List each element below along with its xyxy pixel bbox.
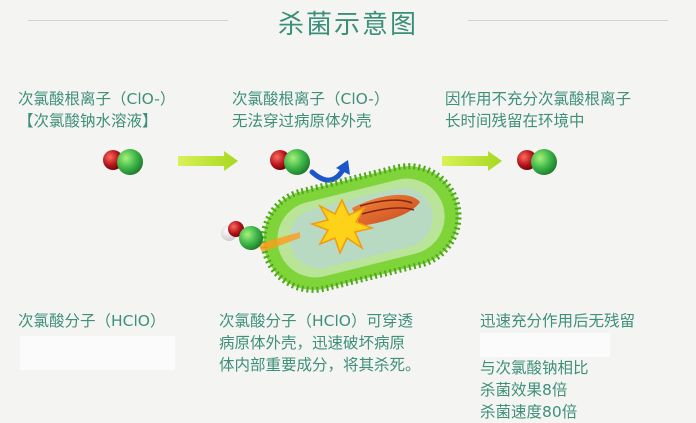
col3-compare3: 杀菌速度80倍: [480, 403, 578, 421]
col2-line1: 次氯酸根离子（ClO-）: [232, 90, 390, 108]
col2-bottom1: 次氯酸分子（HClO）可穿透: [219, 312, 413, 330]
col1-faded-block: [20, 336, 175, 370]
clo-molecule-2: [270, 149, 310, 175]
col3-line2: 长时间残留在环境中: [445, 112, 585, 130]
col1-bottom: 次氯酸分子（HClO）: [18, 312, 166, 330]
col3-bottom: 迅速充分作用后无残留: [480, 312, 636, 330]
bacterium-illustration: [260, 163, 462, 293]
arrow-right-icon: [178, 151, 238, 171]
title-line-right: [468, 20, 668, 21]
bounce-arrow-head: [336, 160, 350, 175]
col2-line2: 无法穿过病原体外壳: [232, 112, 372, 130]
col3-compare1: 与次氯酸钠相比: [480, 359, 589, 377]
clo-molecule-1: [103, 149, 143, 175]
col3-line1: 因作用不充分次氯酸根离子: [445, 90, 632, 108]
arrow-right-icon: [442, 151, 502, 171]
col3-compare2: 杀菌效果8倍: [480, 381, 568, 399]
bounce-arrow-icon: [309, 165, 347, 183]
col3-faded-block: [480, 333, 610, 357]
page-title: 杀菌示意图: [277, 10, 418, 40]
clo-molecule-3: [517, 149, 557, 175]
motion-trail: [258, 232, 300, 252]
col1-line2: 【次氯酸钠水溶液】: [18, 112, 158, 130]
burst-icon: [309, 198, 375, 256]
col2-bottom2: 病原体外壳，迅速破坏病原: [219, 334, 406, 352]
title-line-left: [28, 20, 228, 21]
hclo-molecule: [221, 221, 263, 250]
col1-line1: 次氯酸根离子（ClO-）: [18, 90, 176, 108]
col2-bottom3: 体内部重要成分，将其杀死。: [219, 356, 421, 374]
